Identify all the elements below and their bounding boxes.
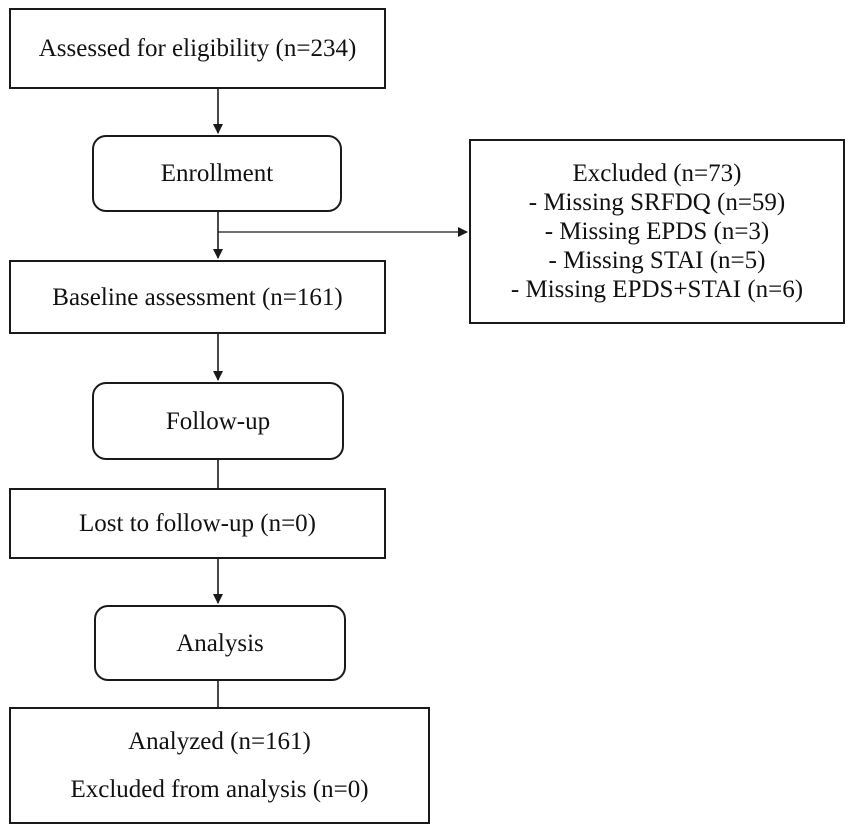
excluded-title: Excluded (n=73) xyxy=(572,160,742,187)
excluded-item: - Missing STAI (n=5) xyxy=(548,247,766,274)
lost-text: Lost to follow-up (n=0) xyxy=(79,510,316,537)
followup-text: Follow-up xyxy=(165,407,271,435)
excluded-box: Excluded (n=73) - Missing SRFDQ (n=59) -… xyxy=(469,139,845,324)
analysis-box: Analysis xyxy=(94,605,346,681)
excluded-from-analysis-text: Excluded from analysis (n=0) xyxy=(70,775,369,803)
excluded-item: - Missing EPDS+STAI (n=6) xyxy=(510,276,804,303)
analysis-text: Analysis xyxy=(176,629,264,657)
followup-box: Follow-up xyxy=(92,382,344,460)
baseline-text: Baseline assessment (n=161) xyxy=(52,283,343,311)
excluded-item: - Missing SRFDQ (n=59) xyxy=(528,189,786,216)
lost-box: Lost to follow-up (n=0) xyxy=(9,488,386,559)
enrollment-text: Enrollment xyxy=(160,160,274,187)
assessed-box: Assessed for eligibility (n=234) xyxy=(9,8,386,89)
analyzed-box: Analyzed (n=161) Excluded from analysis … xyxy=(9,707,430,824)
enrollment-box: Enrollment xyxy=(92,135,342,212)
assessed-text: Assessed for eligibility (n=234) xyxy=(38,35,357,62)
excluded-item: - Missing EPDS (n=3) xyxy=(544,218,770,245)
baseline-box: Baseline assessment (n=161) xyxy=(9,260,386,334)
analyzed-text: Analyzed (n=161) xyxy=(128,728,311,756)
